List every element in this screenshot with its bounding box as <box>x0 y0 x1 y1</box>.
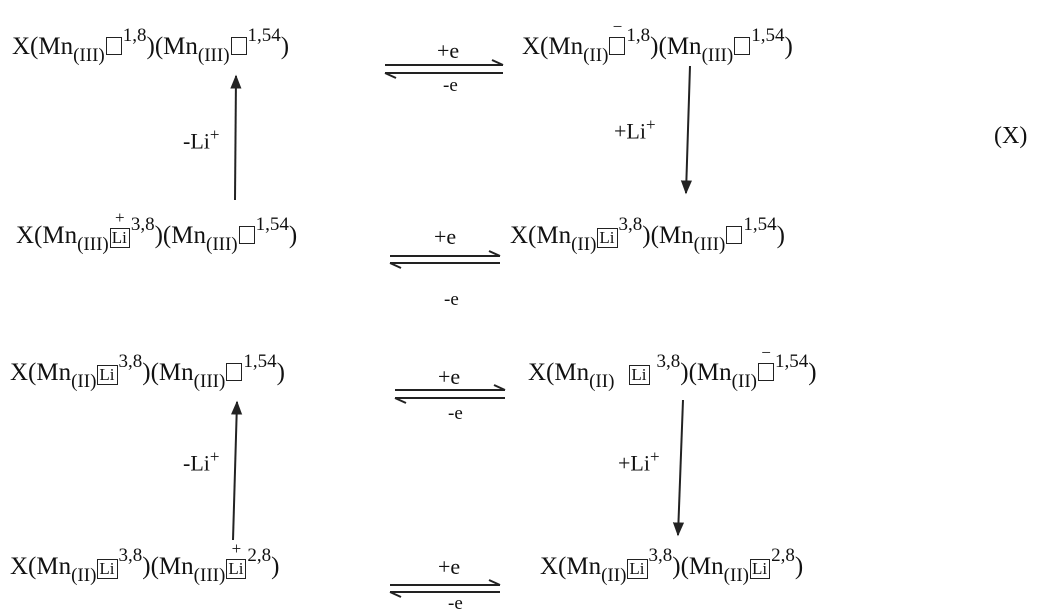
li-site-box: Li <box>627 559 648 579</box>
formula-s2-top-right: X(Mn(II)Li3,8)(Mn(II)−1,54) <box>528 343 817 392</box>
vacancy-box-charged: − <box>609 18 626 55</box>
li-site-box: Li <box>749 559 771 579</box>
vacancy-box <box>105 37 122 55</box>
li-label-s1-right: +Li+ <box>614 115 656 144</box>
equilibrium-arrow-s2-top <box>394 384 506 404</box>
formula-s1-bottom-right: X(Mn(II)Li3,8)(Mn(III)1,54) <box>510 214 785 255</box>
vacancy-box <box>734 37 751 55</box>
arrow-label-s1-bot-fwd: +e <box>434 224 457 249</box>
formula-s1-top-right: X(Mn(II)−1,8)(Mn(III)1,54) <box>522 17 793 66</box>
equilibrium-arrow-s1-top <box>384 59 504 79</box>
arrow-label-s2-bot-fwd: +e <box>438 554 461 579</box>
vacancy-box-charged: − <box>757 344 774 381</box>
vacancy-box <box>238 226 255 244</box>
arrow-label-s2-top-rev: -e <box>448 403 463 424</box>
arrow-label-s1-bot-rev: -e <box>444 289 459 310</box>
li-label-s2-left: -Li+ <box>183 447 220 476</box>
formula-s1-bottom-left: X(Mn(III)+Li3,8)(Mn(III)1,54) <box>16 208 298 255</box>
equation-number: (X) <box>994 123 1028 149</box>
formula-s2-top-left: X(Mn(II)Li3,8)(Mn(III)1,54) <box>10 351 285 392</box>
li-site-box: Li <box>97 559 118 579</box>
vertical-arrow-s1-right <box>680 65 692 195</box>
li-site-box: Li <box>629 365 650 385</box>
li-site-box: Li <box>97 365 118 385</box>
formula-s1-top-left: X(Mn(III)1,8)(Mn(III)1,54) <box>12 25 290 66</box>
vacancy-box <box>226 363 243 381</box>
li-site-box-charged: +Li <box>226 540 247 579</box>
li-site-box: Li <box>597 228 618 248</box>
arrow-label-s1-top-rev: -e <box>443 75 458 96</box>
vacancy-box <box>230 37 247 55</box>
equilibrium-arrow-s1-bottom <box>389 250 501 269</box>
li-site-box: +Li <box>109 209 130 248</box>
li-label-s2-right: +Li+ <box>618 447 660 476</box>
arrow-label-s2-top-fwd: +e <box>438 364 461 389</box>
vertical-arrow-s2-left <box>231 400 243 541</box>
arrow-label-s1-top-fwd: +e <box>437 38 460 63</box>
li-label-s1-left: -Li+ <box>183 125 220 154</box>
formula-s2-bottom-left: X(Mn(II)Li3,8)(Mn(III)+Li2,8) <box>10 539 280 586</box>
arrow-label-s2-bot-rev: -e <box>448 593 463 614</box>
equilibrium-arrow-s2-bottom <box>389 579 501 598</box>
vertical-arrow-s2-right <box>672 399 685 537</box>
vacancy-box <box>726 226 743 244</box>
formula-s2-bottom-right: X(Mn(II)Li3,8)(Mn(II)Li2,8) <box>540 545 804 586</box>
vertical-arrow-s1-left <box>230 74 242 201</box>
